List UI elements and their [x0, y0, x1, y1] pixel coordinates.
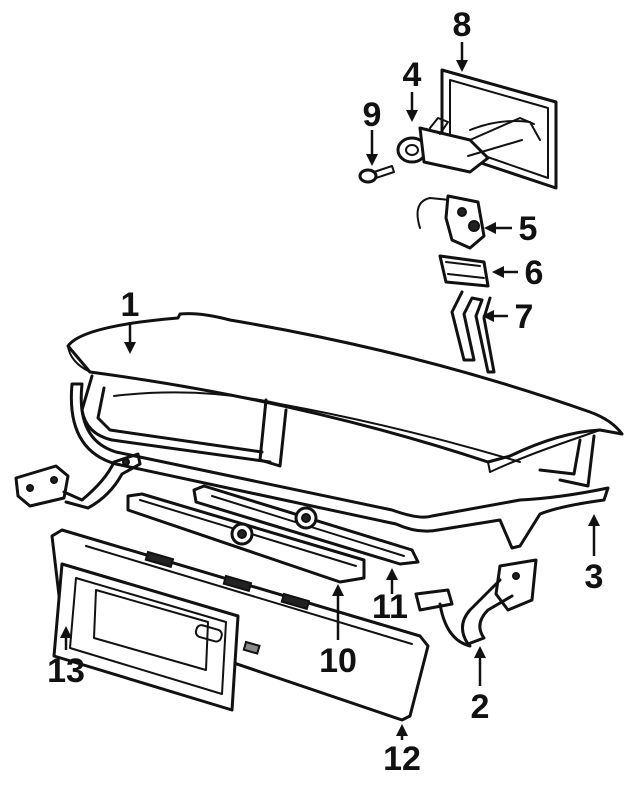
callout-labels: 8 4 9 5 6 7 1 3 11 10 2 13 12 [47, 6, 603, 778]
arrowhead-13 [60, 626, 72, 638]
callout-10: 10 [319, 642, 357, 680]
callout-9: 9 [363, 96, 382, 134]
part-10-lamp-bar [126, 492, 366, 584]
callout-3: 3 [585, 558, 604, 596]
arrowhead-5 [484, 222, 496, 234]
callout-4: 4 [403, 56, 422, 94]
callout-2: 2 [471, 688, 490, 726]
arrowhead-10 [332, 584, 344, 596]
arrowhead-4 [406, 110, 418, 122]
arrowhead-7 [482, 310, 494, 322]
arrowhead-12 [396, 724, 408, 736]
part-7-striker [450, 290, 496, 374]
part-2-hinge-left [14, 452, 142, 510]
callout-arrows [60, 42, 600, 740]
callout-1: 1 [121, 286, 140, 324]
arrowhead-3 [588, 514, 600, 526]
callout-12: 12 [383, 740, 421, 778]
part-13-plate-frame [52, 562, 240, 712]
callout-5: 5 [519, 210, 538, 248]
part-2-hinge-right [414, 558, 538, 648]
part-9-screw [358, 165, 395, 184]
callout-6: 6 [525, 254, 544, 292]
arrowhead-6 [492, 266, 504, 278]
part-6-striker-bracket [438, 254, 490, 288]
callout-8: 8 [453, 6, 472, 44]
part-5-latch [416, 194, 486, 250]
arrowhead-9 [366, 154, 378, 166]
callout-7: 7 [515, 298, 534, 336]
callout-11: 11 [372, 588, 408, 626]
callout-13: 13 [47, 652, 85, 690]
arrowhead-11 [386, 568, 398, 580]
part-4-lock-actuator [396, 117, 535, 174]
arrowhead-1 [124, 342, 136, 354]
arrowhead-8 [456, 60, 468, 72]
arrowhead-2 [474, 646, 486, 658]
